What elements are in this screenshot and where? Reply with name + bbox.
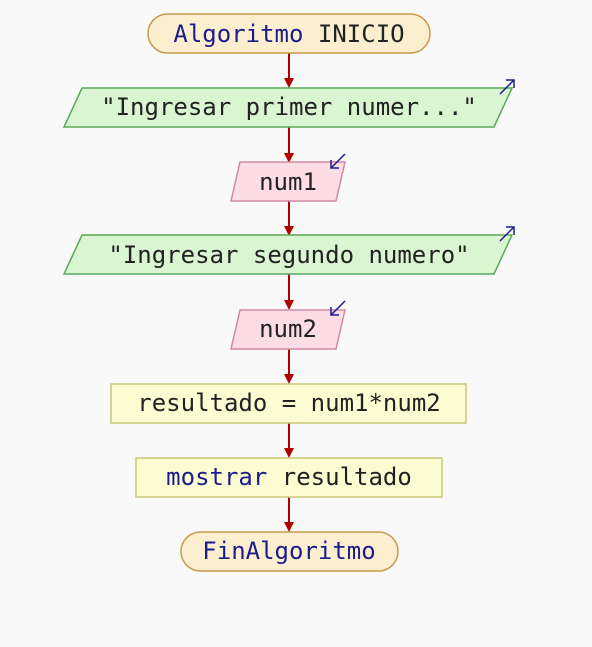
input-1-shape — [230, 161, 346, 202]
output-2-label: "Ingresar segundo numero" — [108, 241, 469, 269]
display-keyword: mostrar — [166, 463, 267, 491]
end-node[interactable]: FinAlgoritmo — [180, 531, 399, 572]
input-node-2[interactable]: num2 — [230, 300, 346, 350]
input-2-shape — [230, 309, 346, 350]
start-name: INICIO — [318, 20, 405, 48]
display-text: resultado — [282, 463, 412, 491]
display-shape — [135, 457, 443, 498]
start-node[interactable]: Algoritmo INICIO — [147, 13, 431, 54]
output-arrow-icon — [499, 79, 515, 95]
end-label: FinAlgoritmo — [202, 537, 375, 565]
process-label: resultado = num1*num2 — [137, 389, 440, 417]
input-2-label: num2 — [259, 315, 317, 343]
start-keyword: Algoritmo — [173, 20, 303, 48]
end-shape — [180, 531, 399, 572]
display-label: mostrar resultado — [166, 463, 412, 491]
output-1-label: "Ingresar primer numer..." — [101, 93, 477, 121]
input-arrow-icon — [330, 300, 346, 316]
start-label: Algoritmo INICIO — [173, 20, 404, 48]
display-node[interactable]: mostrar resultado — [135, 457, 443, 498]
output-node-2[interactable]: "Ingresar segundo numero" — [62, 226, 515, 275]
process-shape — [110, 383, 467, 424]
process-node[interactable]: resultado = num1*num2 — [110, 383, 467, 424]
output-node-1[interactable]: "Ingresar primer numer..." — [62, 79, 515, 128]
output-1-shape — [62, 87, 514, 128]
input-node-1[interactable]: num1 — [230, 153, 346, 202]
output-2-shape — [62, 234, 514, 275]
output-arrow-icon — [499, 226, 515, 242]
start-shape — [147, 13, 431, 54]
input-arrow-icon — [330, 153, 346, 169]
input-1-label: num1 — [259, 168, 317, 196]
